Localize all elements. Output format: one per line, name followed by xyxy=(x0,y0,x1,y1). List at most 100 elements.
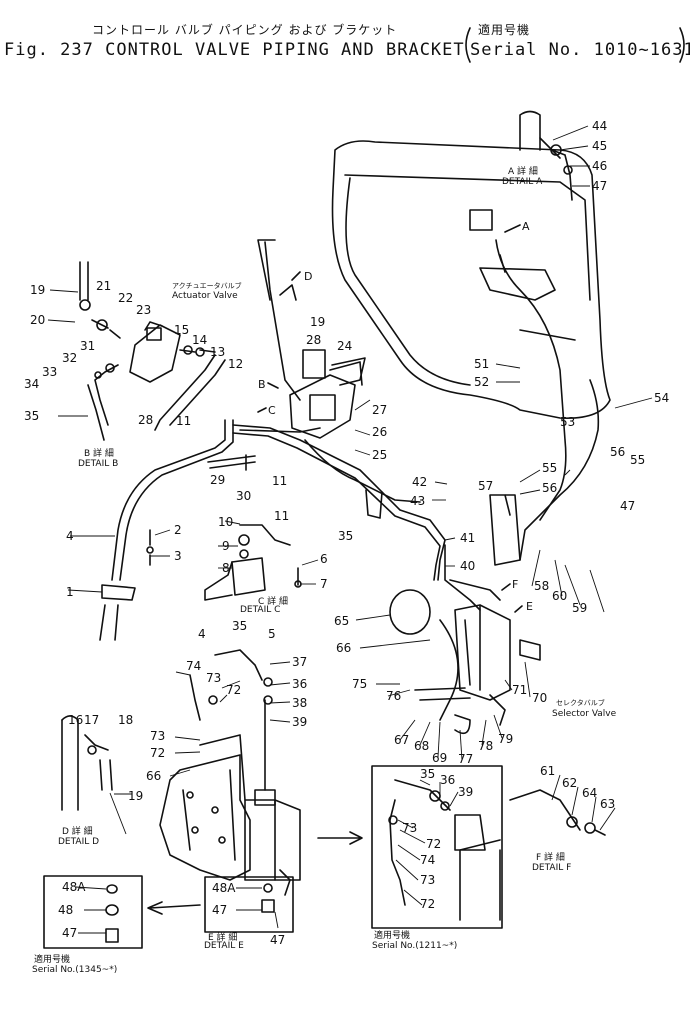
part-number: 1 xyxy=(66,585,74,599)
part-number: 55 xyxy=(630,453,645,467)
part-number: 74 xyxy=(420,853,435,867)
view-arrow-a xyxy=(504,224,521,233)
part-number: 74 xyxy=(186,659,201,673)
part-number: 19 xyxy=(128,789,143,803)
serial-bracket-left xyxy=(465,27,471,63)
part-number: 5 xyxy=(268,627,276,641)
part-number: 20 xyxy=(30,313,45,327)
part-number: 69 xyxy=(432,751,447,765)
part-number: 36 xyxy=(292,677,307,691)
serial-note-left-jp: 適用号機 xyxy=(34,955,71,965)
part-number: 57 xyxy=(478,479,493,493)
part-number: 10 xyxy=(218,515,233,529)
part-number: 71 xyxy=(512,683,527,697)
detail-a-label: DETAIL A xyxy=(502,177,543,187)
part-number: 48 xyxy=(58,903,73,917)
selector-valve xyxy=(389,589,541,721)
part-number: 39 xyxy=(458,785,473,799)
part-number: 68 xyxy=(414,739,429,753)
view-letter: F xyxy=(512,578,518,591)
part-number: 56 xyxy=(542,481,557,495)
leader-lines xyxy=(47,125,653,934)
part-number: 47 xyxy=(592,179,607,193)
part-number: 8 xyxy=(222,561,230,575)
part-number: 28 xyxy=(138,413,153,427)
part-number: 70 xyxy=(532,691,547,705)
inset-right-parts xyxy=(388,779,501,921)
return-hose-53 xyxy=(495,239,567,521)
part-number: 31 xyxy=(80,339,95,353)
view-letter: C xyxy=(268,404,276,417)
part-number: 7 xyxy=(320,577,328,591)
view-letter: E xyxy=(526,600,533,613)
actuator-valve-label: Actuator Valve xyxy=(172,291,238,301)
part-number: 72 xyxy=(420,897,435,911)
pipe-d xyxy=(257,239,276,301)
part-number: 73 xyxy=(420,873,435,887)
part-number: 36 xyxy=(440,773,455,787)
part-number: 29 xyxy=(210,473,225,487)
part-number: 23 xyxy=(136,303,151,317)
part-number: 73 xyxy=(150,729,165,743)
bottom-bracket xyxy=(159,734,251,881)
part-number: 72 xyxy=(426,837,441,851)
part-number: 72 xyxy=(150,746,165,760)
figure-title: Fig. 237 CONTROL VALVE PIPING AND BRACKE… xyxy=(4,40,465,60)
part-number: 33 xyxy=(42,365,57,379)
detail-d-jp: D 詳 細 xyxy=(62,827,93,837)
part-number: 51 xyxy=(474,357,489,371)
part-number: 64 xyxy=(582,786,597,800)
part-number: 6 xyxy=(320,552,328,566)
view-arrow-e xyxy=(514,605,523,613)
part-number: 37 xyxy=(292,655,307,669)
inset-washer-48a xyxy=(105,904,119,916)
part-number: 47 xyxy=(212,903,227,917)
part-number: 26 xyxy=(372,425,387,439)
japanese-title: コントロール バルブ パイピング および ブラケット xyxy=(92,23,398,37)
part-number: 9 xyxy=(222,539,230,553)
part-number: 40 xyxy=(460,559,475,573)
detail-a-fittings xyxy=(539,137,573,201)
part-number: 11 xyxy=(272,474,287,488)
view-letter: A xyxy=(522,220,530,233)
hydraulic-tank xyxy=(331,110,611,419)
detail-f-label: DETAIL F xyxy=(532,863,572,873)
view-letter: D xyxy=(304,270,312,283)
part-number: 11 xyxy=(274,509,289,523)
actuator-valve xyxy=(79,261,226,441)
serial-bracket-right xyxy=(679,27,685,63)
part-number: 55 xyxy=(542,461,557,475)
part-number: 44 xyxy=(592,119,607,133)
part-number: 27 xyxy=(372,403,387,417)
part-number: 11 xyxy=(176,414,191,428)
part-number: 47 xyxy=(620,499,635,513)
part-number: 15 xyxy=(174,323,189,337)
part-number: 62 xyxy=(562,776,577,790)
detail-d-label: DETAIL D xyxy=(58,837,100,847)
part-number: 67 xyxy=(394,733,409,747)
actuator-valve-jp: アクチュエータバルブ xyxy=(172,282,242,290)
bolt-68 xyxy=(414,687,471,701)
arrow-to-inset-right xyxy=(317,831,363,845)
part-number: 32 xyxy=(62,351,77,365)
part-number: 28 xyxy=(306,333,321,347)
pipe-75 xyxy=(189,674,201,721)
arrow-to-inset-left xyxy=(147,901,201,915)
detail-f-jp: F 詳 細 xyxy=(536,853,565,863)
detail-d-hose xyxy=(61,715,113,811)
part-number: 39 xyxy=(292,715,307,729)
serial-note-right-jp: 適用号機 xyxy=(374,931,411,941)
part-number: 48A xyxy=(62,880,86,894)
part-number: 72 xyxy=(226,683,241,697)
part-number: 3 xyxy=(174,549,182,563)
hose-11 xyxy=(239,427,321,433)
part-number: 52 xyxy=(474,375,489,389)
control-valve xyxy=(289,349,363,439)
view-arrow-d xyxy=(291,271,301,281)
detail-f-pipe xyxy=(509,789,581,831)
part-number: 16 xyxy=(68,713,83,727)
serial-note-left: Serial No.(1345~*) xyxy=(32,965,118,975)
pipe-40 xyxy=(444,544,481,611)
part-number: 45 xyxy=(592,139,607,153)
